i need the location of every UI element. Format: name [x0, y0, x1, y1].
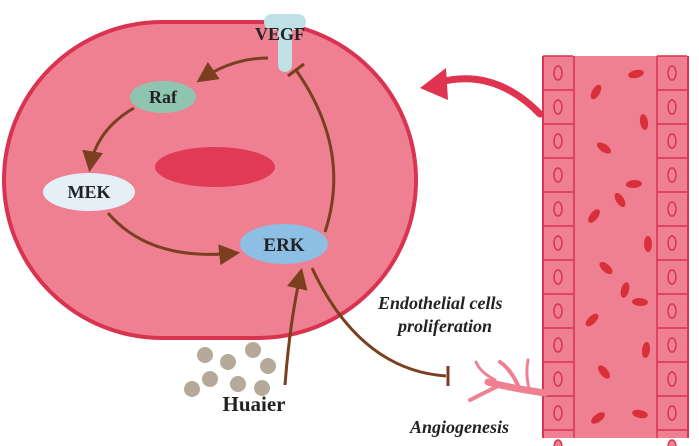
red-blood-cell — [620, 282, 630, 298]
red-blood-cell — [588, 209, 600, 223]
endothelial-nucleus — [553, 167, 563, 183]
endothelial-nucleus — [667, 133, 677, 149]
endothelial-nucleus — [667, 337, 677, 353]
raf-label: Raf — [149, 87, 178, 107]
red-blood-cell — [632, 297, 648, 307]
blood-vessel — [542, 55, 689, 446]
nucleus — [155, 147, 275, 187]
vegf-receptor — [264, 14, 306, 72]
endothelial-label-line2: proliferation — [396, 316, 492, 336]
red-blood-cell — [632, 409, 648, 419]
inhibit-erk-to-angiogenesis — [310, 267, 447, 378]
endothelial-nucleus — [667, 167, 677, 183]
endothelial-nucleus — [667, 269, 677, 285]
inhibit-erk-to-vegf-bar — [287, 62, 305, 78]
red-blood-cell — [643, 236, 653, 252]
red-blood-cell — [641, 342, 651, 358]
endothelial-nucleus — [553, 99, 563, 115]
endothelial-nucleus — [667, 439, 677, 446]
arrow-huaier-to-erk — [283, 267, 308, 386]
endothelial-nucleus — [667, 405, 677, 421]
endothelial-nucleus — [667, 201, 677, 217]
mek-node: MEK — [43, 173, 135, 211]
red-blood-cell — [590, 84, 602, 100]
big-red-arrow — [436, 75, 544, 118]
endothelial-nucleus — [667, 99, 677, 115]
red-blood-cell — [591, 412, 605, 424]
red-blood-cell — [598, 365, 610, 379]
huaier-label: Huaier — [223, 392, 286, 416]
red-blood-cell — [628, 69, 644, 79]
endothelial-nucleus — [667, 235, 677, 251]
inhibit-erk-to-vegf — [294, 69, 336, 233]
endothelial-nucleus — [667, 303, 677, 319]
angiogenesis-label: Angiogenesis — [409, 417, 509, 437]
endothelial-nucleus — [553, 405, 563, 421]
red-blood-cell — [599, 261, 613, 275]
endothelial-nucleus — [667, 65, 677, 81]
angiogenesis-sprout — [468, 358, 549, 402]
huaier-particles — [184, 342, 276, 397]
big-red-arrowhead — [420, 68, 448, 100]
endothelial-label-line1: Endothelial cells — [377, 293, 503, 313]
arrow-mek-to-erk — [106, 212, 241, 266]
endothelial-nucleus — [553, 65, 563, 81]
red-blood-cell — [597, 142, 611, 154]
arrow-vegf-to-raf — [196, 56, 269, 83]
endothelial-nucleus — [553, 303, 563, 319]
red-blood-cell — [614, 192, 626, 208]
red-blood-cell — [626, 179, 642, 189]
endothelial-nucleus — [553, 439, 563, 446]
erk-label: ERK — [263, 235, 304, 256]
endothelial-nucleus — [553, 337, 563, 353]
red-blood-cell — [639, 114, 649, 130]
endothelial-nucleus — [667, 371, 677, 387]
endothelial-nucleus — [553, 371, 563, 387]
raf-node: Raf — [130, 81, 196, 113]
mek-label: MEK — [68, 182, 111, 202]
endothelial-nucleus — [553, 133, 563, 149]
red-blood-cell — [585, 313, 599, 327]
endothelial-nucleus — [553, 235, 563, 251]
endothelial-nucleus — [553, 269, 563, 285]
arrow-raf-to-mek — [82, 106, 135, 173]
erk-node: ERK — [240, 224, 328, 264]
vegf-label: VEGF — [255, 24, 305, 44]
endothelial-nucleus — [553, 201, 563, 217]
